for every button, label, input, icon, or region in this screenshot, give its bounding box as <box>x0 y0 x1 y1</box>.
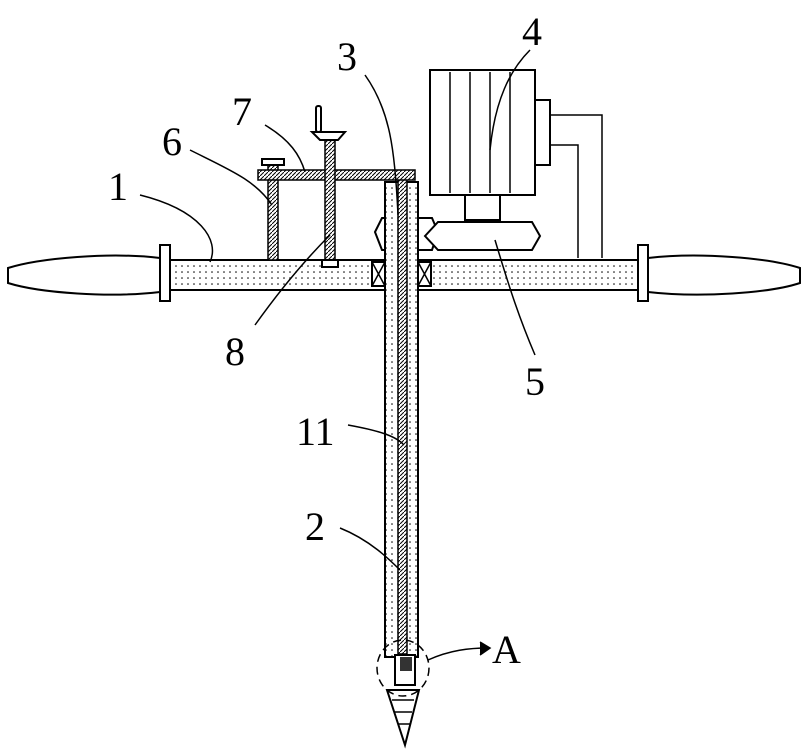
adjust-plate <box>258 170 415 180</box>
label-a: A <box>492 627 521 672</box>
left-handle <box>8 245 170 301</box>
reducer <box>425 222 540 250</box>
bit-detail <box>400 657 412 671</box>
label-6: 6 <box>162 119 182 164</box>
label-7: 7 <box>232 89 252 134</box>
label-3: 3 <box>337 34 357 79</box>
label-5: 5 <box>525 359 545 404</box>
label-11: 11 <box>296 409 335 454</box>
drill-tip <box>387 690 419 745</box>
label-8: 8 <box>225 329 245 374</box>
label-4: 4 <box>522 9 542 54</box>
inner-rod <box>398 176 407 654</box>
right-handle <box>638 245 800 301</box>
label-2: 2 <box>305 504 325 549</box>
label-1: 1 <box>108 164 128 209</box>
adjust-screw <box>312 106 345 267</box>
cable <box>550 115 602 258</box>
